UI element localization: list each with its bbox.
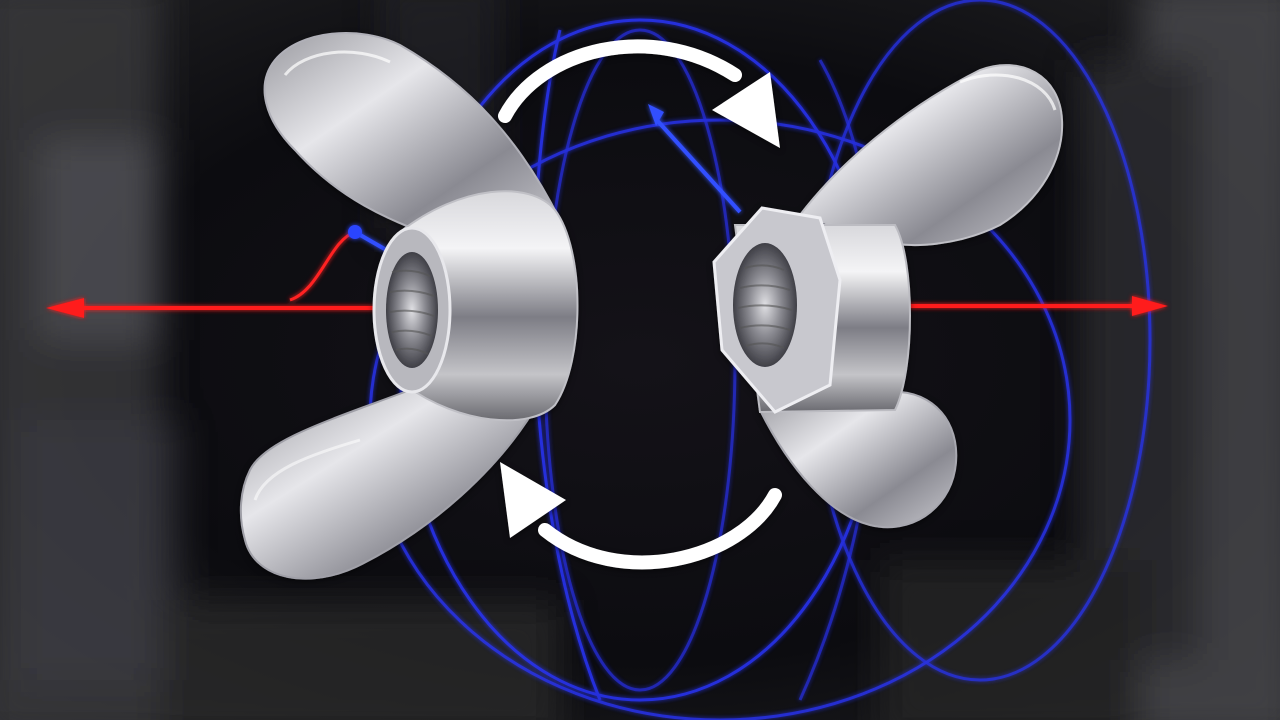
arrowhead-left-icon — [46, 298, 84, 318]
right-wing-nut — [712, 64, 1064, 529]
arrowhead-bottom-icon — [500, 462, 566, 538]
arrowhead-right-icon — [1132, 296, 1168, 316]
spin-axis-arrow — [46, 230, 1168, 318]
rotation-arrows-icon — [498, 39, 782, 570]
rotation-arrow-top — [498, 39, 742, 123]
rotation-arrow-bottom — [538, 488, 782, 570]
left-wing-nut — [239, 32, 579, 580]
arrowhead-top-icon — [712, 72, 780, 148]
